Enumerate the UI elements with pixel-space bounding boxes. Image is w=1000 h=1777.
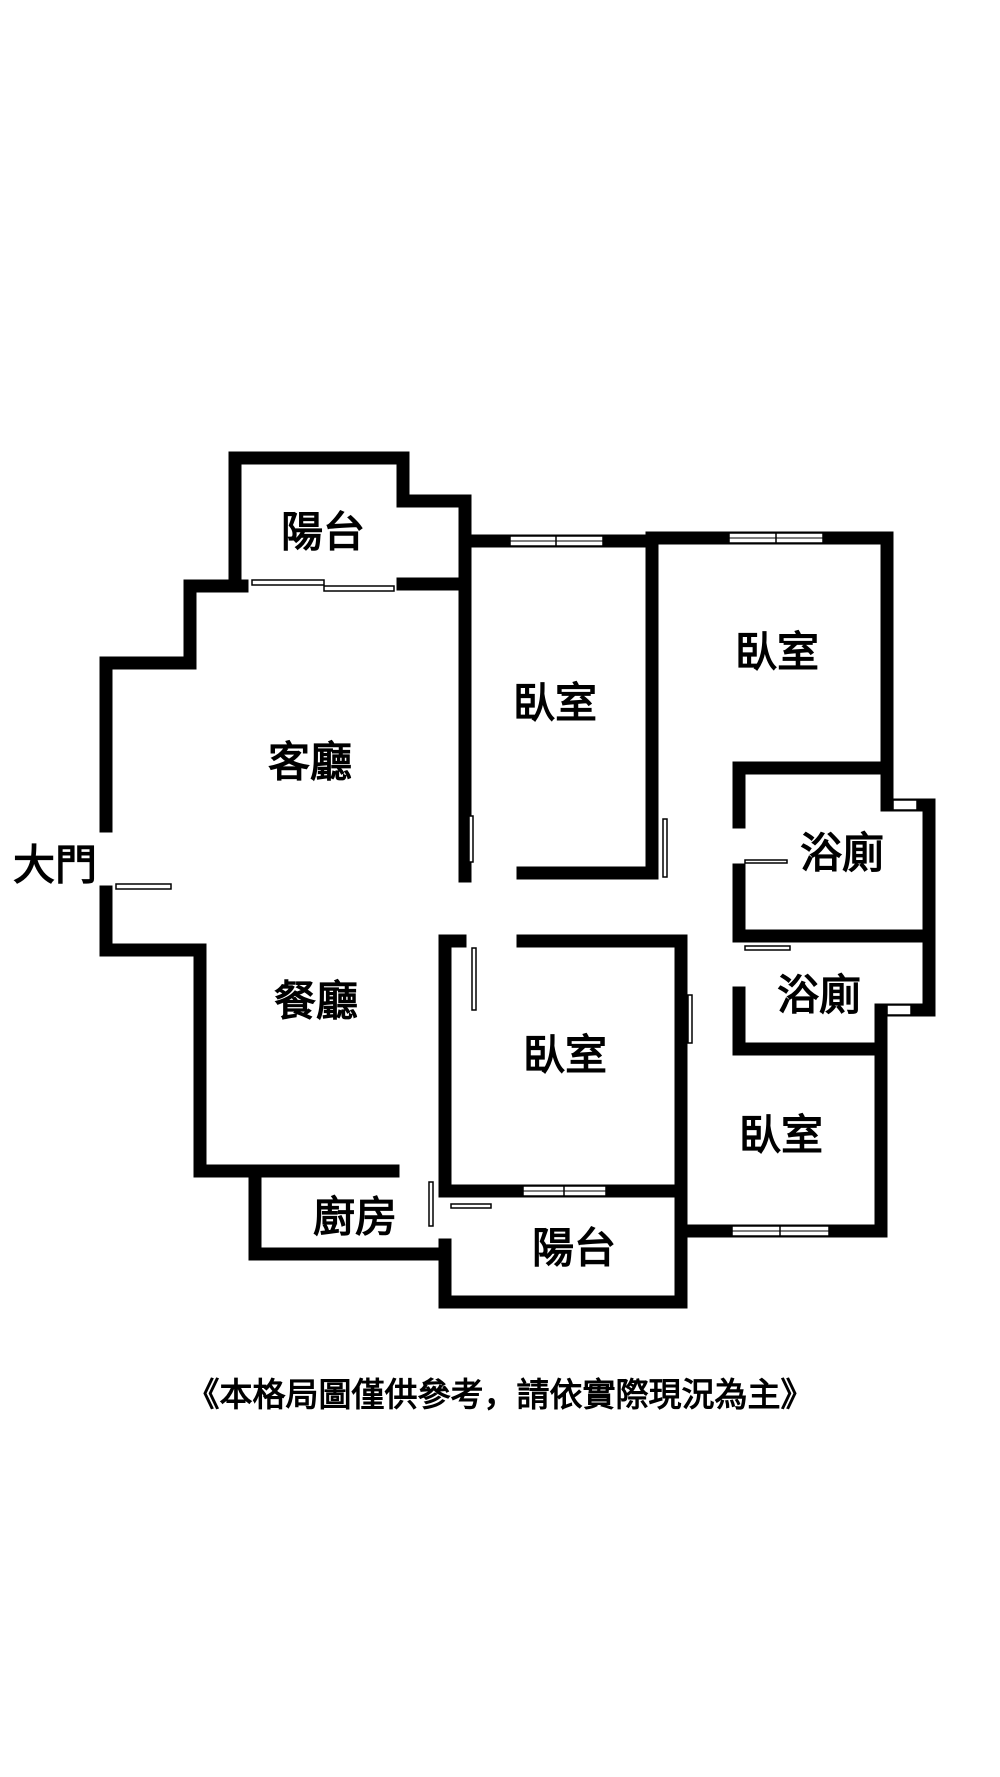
label-dining-room: 餐廳 — [274, 977, 358, 1026]
window-bathroom2 — [886, 1004, 912, 1016]
wall-left-upper — [99, 579, 249, 833]
label-living-room: 客廳 — [268, 738, 352, 787]
wall-bedroom3 — [516, 934, 688, 1309]
label-entrance: 大門 — [13, 841, 97, 890]
wall-top-balcony — [228, 451, 472, 883]
door-bedroom4 — [687, 994, 693, 1044]
wall-left-lower — [99, 885, 400, 1178]
label-bedroom-3: 臥室 — [523, 1031, 607, 1080]
sliding-door-balcony — [251, 579, 325, 586]
doors — [115, 815, 791, 1227]
door-kitchen — [428, 1181, 434, 1227]
wall-bathroom2 — [732, 986, 888, 1056]
wall-bathroom-outer — [874, 798, 936, 1017]
wall-bedroom1-right — [516, 531, 659, 880]
windows — [251, 532, 918, 1237]
label-bedroom-4: 臥室 — [739, 1111, 823, 1160]
label-kitchen: 廚房 — [313, 1193, 397, 1242]
sliding-door-balcony-2 — [323, 585, 395, 592]
label-balcony-top: 陽台 — [281, 508, 365, 557]
wall-kitchen — [248, 1167, 452, 1261]
room-labels: 陽台 客廳 臥室 臥室 浴廁 浴廁 餐廳 臥室 臥室 廚房 陽台 大門 — [13, 508, 884, 1273]
door-bathroom2 — [744, 945, 791, 951]
window-bathroom1 — [892, 799, 918, 811]
disclaimer-caption: 《本格局圖僅供參考，請依實際現況為主》 — [186, 1375, 814, 1414]
door-entrance — [115, 883, 172, 890]
label-bedroom-1: 臥室 — [513, 679, 597, 728]
door-balcony-bottom — [450, 1203, 492, 1209]
walls — [99, 451, 936, 1309]
door-bedroom2 — [662, 818, 668, 878]
wall-bottom-balcony — [438, 1238, 688, 1309]
label-bathroom-1: 浴廁 — [800, 829, 884, 878]
door-bedroom3 — [471, 947, 477, 1011]
wall-bathroom1 — [732, 761, 894, 829]
label-balcony-bottom: 陽台 — [532, 1224, 616, 1273]
label-bathroom-2: 浴廁 — [777, 971, 861, 1020]
door-bathroom1 — [744, 859, 788, 864]
door-bedroom1 — [468, 815, 474, 863]
label-bedroom-2: 臥室 — [735, 628, 819, 677]
